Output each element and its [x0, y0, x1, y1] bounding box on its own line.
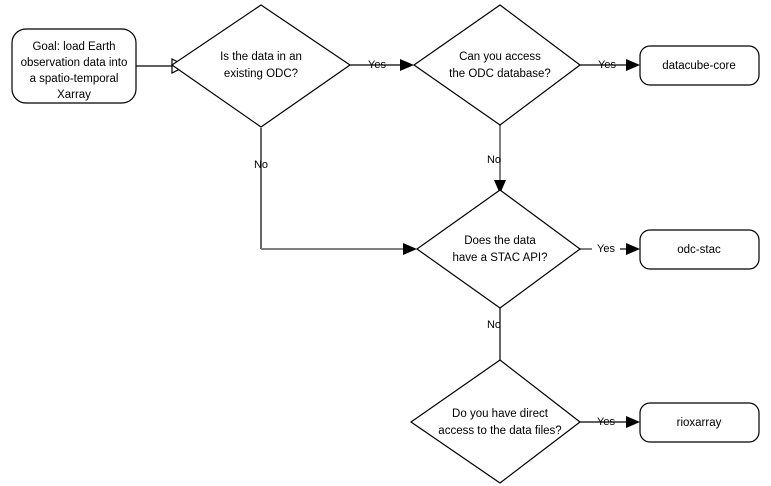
edge-db-no: No	[487, 124, 506, 194]
arrowhead-db-yes	[626, 59, 640, 71]
node-result-datacube-core-shape[interactable]	[639, 45, 760, 86]
node-result-datacube-core[interactable]: datacube-core	[639, 45, 760, 86]
edge-stac-no: No	[487, 307, 501, 360]
arrowhead-odc-yes	[400, 59, 414, 71]
node-decision-odc-database-line-1: Can you access	[459, 51, 541, 63]
edge-label-odc-no: No	[254, 159, 268, 171]
arrowhead-stac-yes	[626, 243, 640, 255]
node-result-odc-stac[interactable]: odc-stac	[639, 229, 760, 270]
node-result-rioxarray-label: rioxarray	[677, 417, 722, 429]
node-decision-data-files[interactable]: Do you have direct access to the data fi…	[409, 359, 581, 484]
node-decision-stac-api-line-1: Does the data	[464, 235, 536, 247]
node-goal-line-1: Goal: load Earth	[32, 41, 115, 53]
edge-files-yes: Yes	[580, 416, 640, 428]
node-goal[interactable]: Goal: load Earth observation data into a…	[11, 28, 137, 104]
node-goal-line-2: observation data into	[21, 57, 128, 69]
node-decision-data-files-shape[interactable]	[409, 359, 581, 484]
edge-label-stac-no: No	[487, 319, 501, 331]
node-goal-line-3: a spatio-temporal	[30, 73, 119, 85]
node-decision-stac-api-line-2: have a STAC API?	[452, 252, 547, 264]
node-result-odc-stac-label: odc-stac	[677, 244, 721, 256]
node-decision-existing-odc-line-2: existing ODC?	[224, 68, 298, 80]
node-decision-stac-api[interactable]: Does the data have a STAC API?	[415, 189, 582, 309]
arrowhead-files-yes	[626, 416, 640, 428]
node-decision-data-files-line-2: access to the data files?	[438, 425, 561, 437]
node-decision-odc-database[interactable]: Can you access the ODC database?	[412, 4, 581, 126]
edge-label-odc-yes: Yes	[368, 59, 386, 71]
arrowhead-odc-no	[403, 243, 417, 255]
node-decision-odc-database-line-2: the ODC database?	[449, 68, 551, 80]
edge-label-stac-yes: Yes	[597, 243, 615, 255]
node-decision-existing-odc-line-1: Is the data in an	[220, 51, 302, 63]
node-decision-stac-api-shape[interactable]	[415, 189, 582, 309]
node-decision-existing-odc[interactable]: Is the data in an existing ODC?	[170, 4, 352, 128]
edge-odc-yes: Yes	[350, 59, 414, 71]
node-result-datacube-core-label: datacube-core	[662, 60, 736, 72]
node-decision-data-files-line-1: Do you have direct	[452, 408, 549, 420]
node-decision-existing-odc-shape[interactable]	[170, 4, 352, 128]
edge-label-db-no: No	[487, 154, 501, 166]
node-decision-odc-database-shape[interactable]	[412, 4, 581, 126]
edge-label-db-yes: Yes	[598, 59, 616, 71]
node-result-rioxarray[interactable]: rioxarray	[639, 402, 760, 443]
node-result-odc-stac-shape[interactable]	[639, 229, 760, 270]
edge-odc-no: No	[254, 128, 417, 255]
arrowhead-db-no	[494, 180, 506, 194]
node-goal-shape[interactable]	[11, 28, 137, 104]
edge-stac-yes: Yes	[580, 243, 640, 255]
node-result-rioxarray-shape[interactable]	[639, 402, 760, 443]
edge-label-files-yes: Yes	[597, 416, 615, 428]
edge-db-yes: Yes	[580, 59, 640, 71]
node-goal-line-4: Xarray	[57, 89, 91, 101]
